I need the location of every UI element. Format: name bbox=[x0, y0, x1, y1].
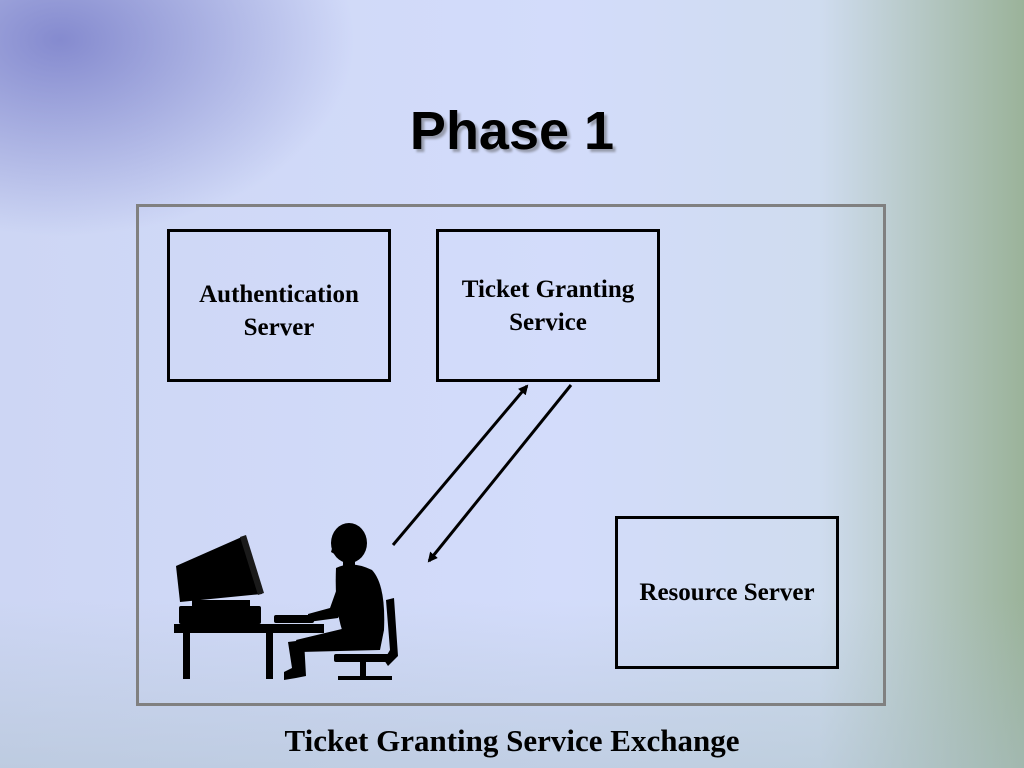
slide-caption: Ticket Granting Service Exchange bbox=[284, 723, 740, 758]
authentication-server-box: Authentication Server bbox=[167, 229, 391, 382]
ticket-granting-service-box: Ticket Granting Service bbox=[436, 229, 660, 382]
resource-server-box: Resource Server bbox=[615, 516, 839, 669]
person-at-computer-icon bbox=[174, 523, 398, 680]
arrow-client-to-tgs bbox=[391, 384, 529, 546]
diagram-frame bbox=[136, 204, 886, 706]
arrow-tgs-to-client bbox=[427, 384, 573, 563]
slide-title: Phase 1 bbox=[409, 101, 615, 161]
